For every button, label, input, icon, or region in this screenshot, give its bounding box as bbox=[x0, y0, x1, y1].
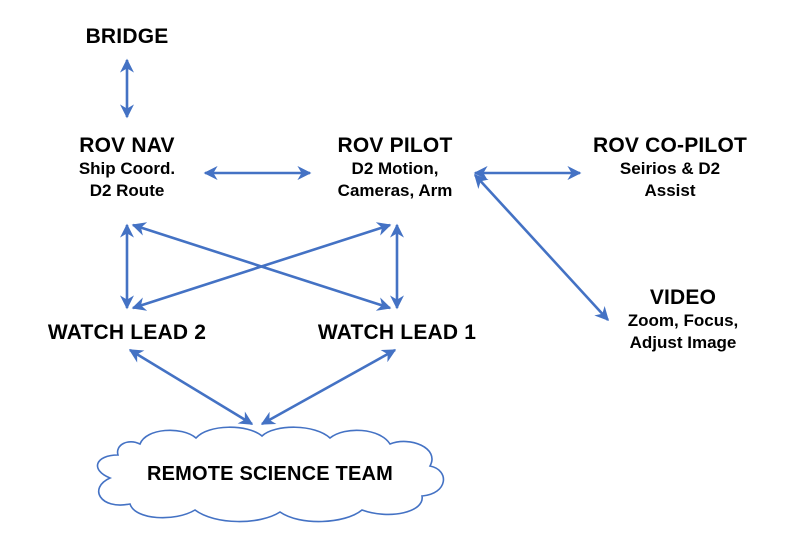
node-title: WATCH LEAD 1 bbox=[317, 321, 477, 344]
node-title: ROV NAV bbox=[79, 134, 175, 157]
node-watch-lead-2: WATCH LEAD 2 bbox=[32, 320, 222, 345]
node-title: VIDEO bbox=[649, 286, 717, 309]
node-title: WATCH LEAD 2 bbox=[47, 321, 207, 344]
node-remote-science-team: REMOTE SCIENCE TEAM bbox=[120, 462, 420, 487]
arrow-rov-pilot-watch-lead-2 bbox=[131, 222, 392, 311]
node-rov-copilot: ROV CO-PILOT Seirios & D2 Assist bbox=[580, 133, 760, 202]
node-line: Assist bbox=[644, 181, 696, 200]
node-title: ROV CO-PILOT bbox=[592, 134, 748, 157]
node-bridge: BRIDGE bbox=[67, 24, 187, 49]
node-title: BRIDGE bbox=[85, 25, 169, 48]
node-title: REMOTE SCIENCE TEAM bbox=[146, 463, 394, 485]
cloud-icon bbox=[96, 426, 445, 523]
node-line: Adjust Image bbox=[629, 333, 737, 352]
node-rov-pilot: ROV PILOT D2 Motion, Cameras, Arm bbox=[310, 133, 480, 202]
arrow-watch-lead-1-remote-team bbox=[260, 348, 397, 426]
node-line: Cameras, Arm bbox=[337, 181, 453, 200]
node-rov-nav: ROV NAV Ship Coord. D2 Route bbox=[57, 133, 197, 202]
node-line: D2 Route bbox=[89, 181, 165, 200]
arrow-watch-lead-2-remote-team bbox=[128, 348, 254, 426]
node-line: Seirios & D2 bbox=[619, 159, 721, 178]
arrow-rov-pilot-video bbox=[474, 173, 609, 322]
node-watch-lead-1: WATCH LEAD 1 bbox=[302, 320, 492, 345]
node-line: Ship Coord. bbox=[78, 159, 176, 178]
node-title: ROV PILOT bbox=[337, 134, 453, 157]
node-video: VIDEO Zoom, Focus, Adjust Image bbox=[603, 285, 763, 354]
node-line: Zoom, Focus, bbox=[627, 311, 739, 330]
node-line: D2 Motion, bbox=[351, 159, 439, 178]
